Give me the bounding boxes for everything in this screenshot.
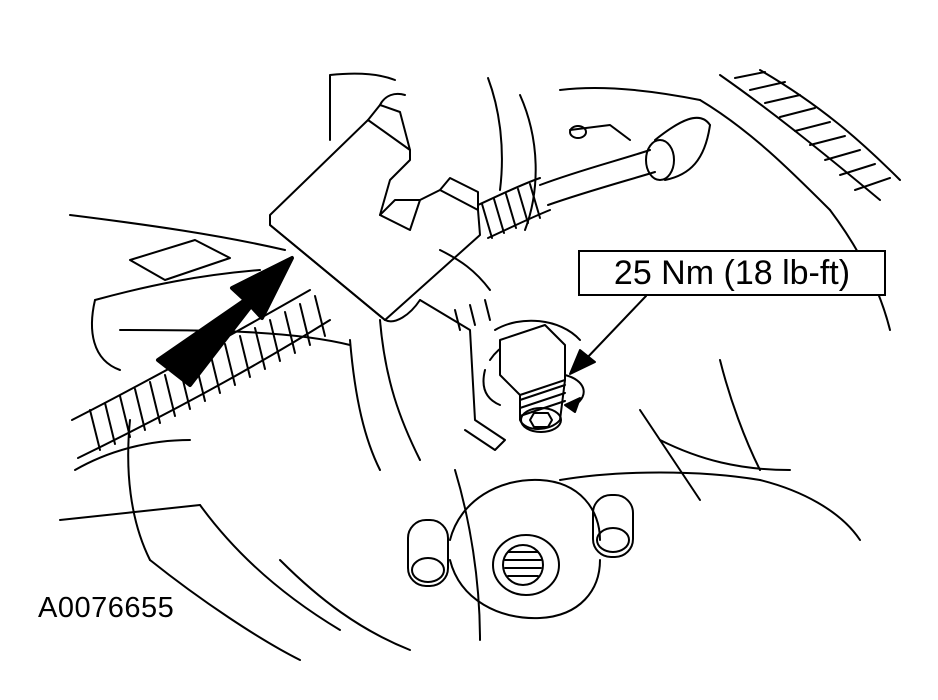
direction-arrow <box>156 256 294 387</box>
figure-id-label: A0076655 <box>38 592 175 624</box>
mounting-tab <box>130 240 505 450</box>
bracket-block <box>270 94 480 320</box>
threaded-cable <box>72 290 330 458</box>
torque-callout: 25 Nm (18 lb-ft) <box>578 250 886 296</box>
ribbed-hose <box>720 70 900 200</box>
lower-mount-fitting <box>408 480 633 618</box>
threaded-stud-upper <box>478 178 550 238</box>
torque-bolt <box>483 321 580 432</box>
callout-leader <box>564 296 646 413</box>
upper-tube <box>540 118 710 205</box>
housing-outline <box>60 74 890 660</box>
